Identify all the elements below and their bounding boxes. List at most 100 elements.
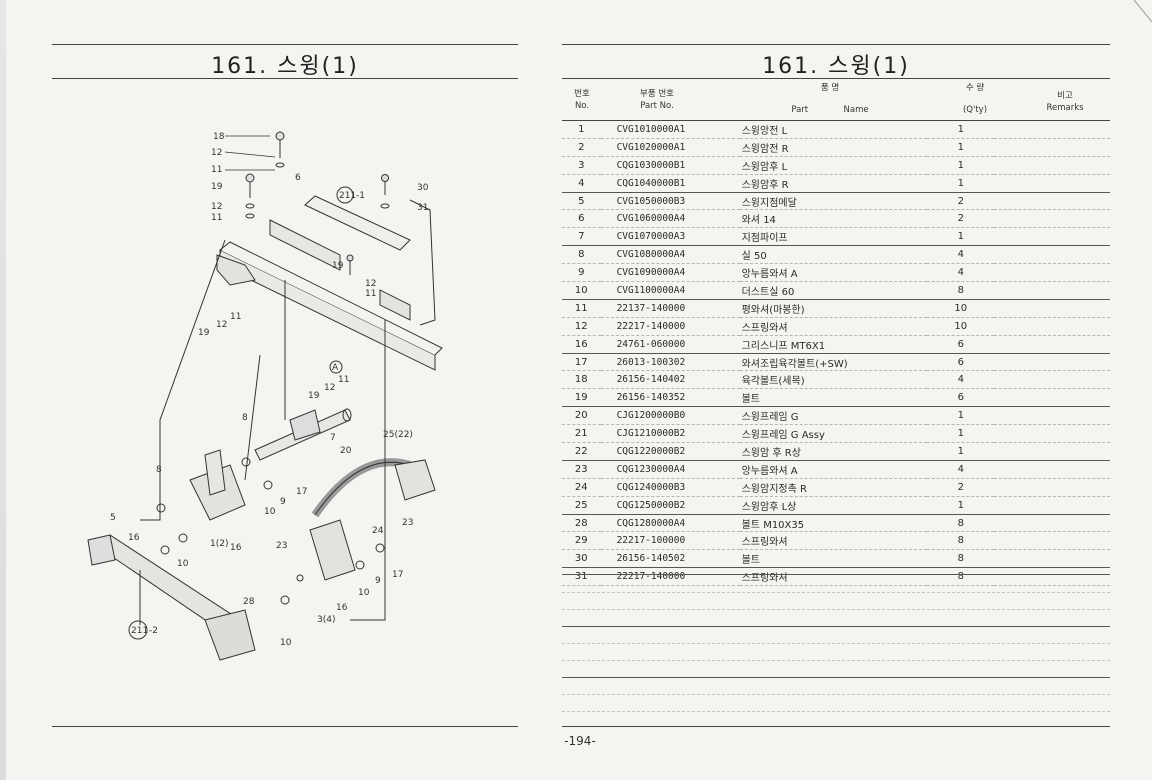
part-remarks (994, 406, 1110, 426)
callout-211-2-suffix: -2 (149, 626, 158, 636)
callout-25-22: 25(22) (383, 430, 413, 440)
part-remarks (994, 370, 1110, 390)
part-number-index: 12 (562, 317, 601, 336)
part-name: 스윙프레임 G Assy (739, 424, 928, 444)
part-name: 스윙암전 R (739, 138, 928, 157)
part-remarks (994, 549, 1110, 569)
part-code: CJG1210000B2 (600, 424, 740, 444)
part-number-index: 3 (562, 156, 601, 175)
part-code: 26156-140402 (600, 370, 740, 390)
part-remarks (994, 424, 1110, 444)
callout-19e: 19 (308, 391, 320, 401)
callout-A: A (332, 363, 339, 373)
part-remarks (994, 335, 1110, 354)
part-code: CVG1090000A4 (600, 263, 740, 283)
part-quantity: 4 (927, 370, 995, 390)
callout-30: 30 (417, 183, 429, 193)
part-code: 24761-060000 (600, 335, 740, 354)
part-name: 볼트 (739, 388, 928, 408)
part-number-index: 25 (562, 496, 601, 515)
part-code: CVG1060000A4 (600, 209, 740, 229)
part-code: CVG1050000B3 (600, 192, 740, 211)
blank-group-rule (562, 677, 1110, 678)
part-quantity: 2 (927, 478, 995, 497)
part-code: CVG1010000A1 (600, 121, 740, 139)
callout-16b: 16 (230, 543, 242, 553)
part-remarks (994, 121, 1110, 139)
part-name: 스윙암후 L (739, 156, 928, 175)
exploded-parts-diagram: 18 12 11 19 12 11 6 211 -1 30 31 19 12 1… (87, 131, 443, 661)
part-remarks (994, 442, 1110, 461)
part-code: CVG1100000A4 (600, 281, 740, 300)
part-name: 스프링와셔 (739, 317, 928, 336)
callout-10a: 10 (264, 507, 276, 517)
callout-10c: 10 (358, 588, 370, 598)
header-part-ko: 부품 번호 (640, 89, 674, 99)
callout-1-2: 1(2) (210, 539, 228, 549)
header-name: 품 명 Part Name (760, 82, 900, 116)
callout-211-1: 211 (339, 191, 356, 201)
callout-23b: 23 (276, 541, 287, 551)
part-name: 지점파이프 (739, 227, 928, 247)
part-number-index: 29 (562, 531, 601, 551)
part-remarks (994, 388, 1110, 408)
scan-edge (0, 0, 6, 780)
header-name-ko: 품 명 (820, 83, 840, 93)
part-code: CQG1240000B3 (600, 478, 740, 497)
part-number-index: 21 (562, 424, 601, 444)
part-remarks (994, 245, 1110, 265)
part-remarks (994, 353, 1110, 372)
part-remarks (994, 281, 1110, 300)
table-end-rule (562, 574, 1110, 575)
callout-11e: 11 (338, 375, 349, 385)
callout-17a: 17 (296, 487, 307, 497)
part-remarks (994, 209, 1110, 229)
callout-12d: 12 (216, 320, 227, 330)
page-title-right: 161. 스윙(1) (762, 54, 910, 79)
part-quantity: 1 (927, 121, 995, 139)
part-name: 앙누름와셔 A (739, 263, 928, 283)
part-code: CVG1020000A1 (600, 138, 740, 157)
part-name: 와셔조립육각볼트(+SW) (739, 353, 928, 372)
part-remarks (994, 496, 1110, 515)
callout-28: 28 (243, 597, 255, 607)
part-name: 와셔 14 (739, 209, 928, 229)
header-remarks-ko: 비고 (1057, 91, 1073, 101)
callout-12b: 12 (211, 202, 222, 212)
part-code: CQG1220000B2 (600, 442, 740, 461)
part-code: CQG1280000A4 (600, 514, 740, 533)
callout-6: 6 (295, 173, 301, 183)
callout-8b: 8 (156, 465, 162, 475)
part-quantity: 4 (927, 245, 995, 265)
callout-11c: 11 (365, 289, 376, 299)
callout-7: 7 (330, 433, 336, 443)
part-quantity: 4 (927, 263, 995, 283)
part-name: 스윙프레임 G (739, 406, 928, 426)
part-number-index: 31 (562, 567, 601, 587)
part-number-index: 16 (562, 335, 601, 354)
part-number-index: 6 (562, 209, 601, 229)
footer-rule-right (562, 726, 1110, 727)
callout-11b: 11 (211, 213, 222, 223)
part-quantity: 2 (927, 209, 995, 229)
callout-24: 24 (372, 526, 384, 536)
part-number-index: 20 (562, 406, 601, 426)
part-code: 22217-140000 (600, 567, 740, 587)
page-number: -194- (564, 734, 596, 748)
part-number-index: 28 (562, 514, 601, 533)
part-code: CQG1230000A4 (600, 460, 740, 479)
part-remarks (994, 192, 1110, 211)
